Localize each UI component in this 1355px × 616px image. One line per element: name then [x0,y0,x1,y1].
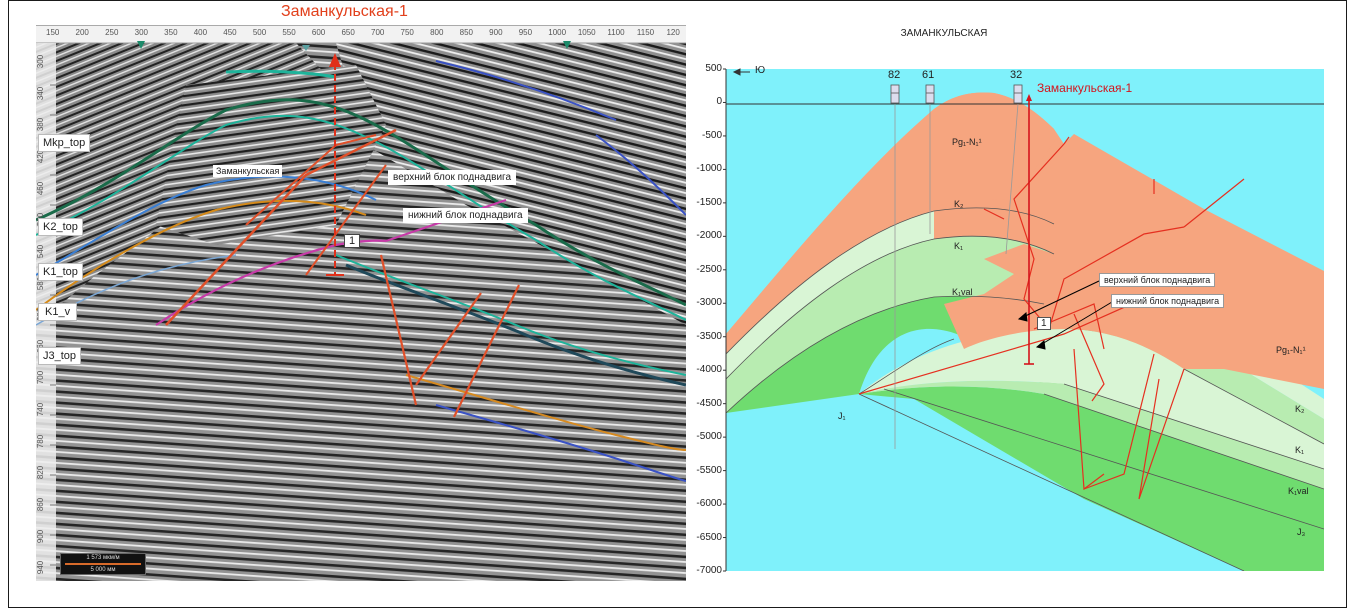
well-32 [1005,84,1023,255]
ruler-tick-label: 850 [459,28,473,37]
ruler-tick-label: 750 [400,28,414,37]
horizon-label-j3: J3_top [38,347,82,365]
depth-tick-label: 820 [36,466,46,480]
stratum-k1-right-label: K₁ [1295,445,1305,455]
depth-axis-label: -3500 [696,330,722,342]
stratum-k2-label: K₂ [954,199,964,209]
depth-tick-label: 740 [36,402,46,417]
ruler-tick-label: 350 [164,28,178,37]
depth-tick-label: 380 [36,118,46,132]
ruler-tick-label: 700 [371,28,385,37]
cross-section-title: ЗАМАНКУЛЬСКАЯ [900,28,988,39]
seismic-well-title: Заманкульская-1 [281,3,408,20]
ruler-tick-label: 200 [75,28,89,37]
ruler-tick-label: 900 [489,28,503,37]
ruler-tick-label: 450 [223,28,237,37]
cross-lower-block-label: нижний блок поднадвига [1111,294,1225,308]
well-label-82: 82 [888,69,901,81]
cross-point-marker-1: 1 [1037,317,1051,330]
distance-ruler: 150 200 250 300 350 400 450 500 550 600 650 700 750 8… [36,28,686,40]
scale-line [65,563,141,565]
cross-upper-block-label: верхний блок поднадвига [1099,273,1216,287]
stratum-k1-label: K₁ [954,241,964,251]
ruler-tick-label: 800 [430,28,444,37]
ruler-tick-label: 1100 [607,28,625,37]
well-label-32: 32 [1010,69,1023,81]
stratum-k1val-right-label: K₁val [1288,486,1309,496]
depth-tick-label: 460 [36,181,46,195]
stratum-k1val-label: K₁val [952,287,973,297]
figure-frame: 150 200 250 300 350 400 450 500 550 600 650 700 750 8… [8,0,1347,608]
ruler-tick-label: 950 [518,28,533,37]
depth-tick-label: 340 [36,86,46,100]
horizon-label-k1v: K1_v [38,303,78,321]
scale-bar: 1 573 мкм/м 5 000 мм [60,553,146,575]
cross-section-svg [723,68,1324,572]
depth-axis-label: -6500 [696,531,722,543]
target-well [1024,94,1034,365]
depth-axis-label: -6000 [696,498,722,510]
depth-axis-label: -2500 [696,263,722,275]
horizon-label-k2: K2_top [38,218,83,236]
ruler-tick-label: 1150 [636,28,655,37]
depth-axis-label: -4500 [696,397,722,409]
scale-label-1: 1 573 мкм/м [86,555,120,561]
ruler-tick-label: 650 [341,28,355,37]
depth-axis-label: -1000 [696,163,722,175]
structure-label: Заманкульская [213,165,283,177]
target-well-label: Заманкульская-1 [1037,81,1133,95]
depth-axis-label: -4000 [696,364,722,376]
stratum-pg-right-label: Pg₁-N₁¹ [1276,345,1306,355]
upper-block-label: верхний блок поднадвига [388,170,517,185]
point-marker-1: 1 [344,234,361,248]
stratum-pg-label: Pg₁-N₁¹ [952,137,982,147]
horizon-label-mkp: Mkp_top [38,134,91,152]
ruler-tick-label: 1050 [577,28,596,37]
seismic-svg [35,25,687,581]
depth-tick-label: 780 [36,434,46,448]
depth-tick-label: 940 [36,561,46,575]
depth-tick-label: 860 [36,497,46,512]
well-label-61: 61 [922,69,935,81]
ruler-tick-label: 300 [134,28,148,37]
ruler-tick-label: 400 [193,28,208,37]
depth-axis-label: -1500 [696,196,722,208]
stratum-j1-label: J₁ [838,411,846,421]
stratum-k2-right-label: K₂ [1295,404,1305,414]
seismic-panel: 150 200 250 300 350 400 450 500 550 600 650 700 750 8… [35,25,687,581]
depth-axis-labels: 500 0 -500 -1000 -1500 -2000 -2500 -3000 -3500 -4… [684,49,722,589]
depth-axis-label: -5500 [696,464,722,476]
direction-label: Ю [755,65,766,76]
depth-axis-label: -500 [701,129,722,141]
ruler-tick-label: 250 [105,28,119,37]
depth-tick-label: 900 [36,529,46,543]
panel-divider [36,25,686,26]
scale-label-2: 5 000 мм [90,567,116,573]
ruler-tick-label: 150 [46,28,60,37]
ruler-tick-label: 600 [311,28,326,37]
depth-axis-label: -7000 [696,565,722,576]
ruler-tick-label: 550 [282,28,296,37]
ruler-tick-label: 120 [666,28,680,37]
ruler-tick-label: 500 [252,28,267,37]
depth-axis-label: -3000 [696,297,722,309]
ruler-tick-label: 1000 [548,28,567,37]
lower-block-label: нижний блок поднадвига [403,208,528,223]
depth-axis-label: -2000 [696,230,722,242]
depth-axis-label: -5000 [696,431,722,443]
depth-axis-label: 500 [705,63,722,74]
depth-tick-label: 300 [36,54,46,69]
cross-section-panel: 500 0 -500 -1000 -1500 -2000 -2500 -3000 -3500 -4… [684,49,1348,589]
depth-axis-label: 0 [716,96,722,108]
well-61 [925,84,935,234]
depth-tick-label: 540 [36,244,46,259]
depth-tick-label: 700 [36,371,46,385]
well-82 [890,84,900,449]
stratum-j3-right-label: J₃ [1297,527,1306,537]
horizon-label-k1: K1_top [38,263,83,281]
